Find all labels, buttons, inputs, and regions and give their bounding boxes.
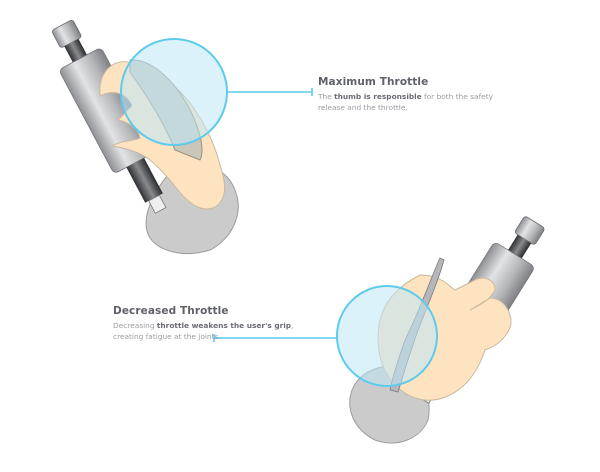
tool-neck: [508, 234, 532, 259]
highlight-circle-max: [120, 38, 228, 146]
description-text: Decreasing: [113, 321, 157, 330]
callout-decreased-throttle: Decreased Throttle Decreasing throttle w…: [113, 305, 313, 342]
callout-description: The thumb is responsible for both the sa…: [318, 91, 518, 113]
highlight-circle-decreased: [336, 285, 438, 387]
callout-title: Decreased Throttle: [113, 305, 229, 317]
tool-shaft: [126, 158, 163, 203]
description-text: for both the safety release and the thro…: [318, 92, 493, 112]
description-emphasis: thumb is responsible: [334, 92, 422, 101]
figure-maximum-throttle: [52, 20, 313, 255]
tool-neck: [64, 38, 87, 63]
description-emphasis: throttle weakens the user's grip: [156, 321, 292, 330]
callout-maximum-throttle: Maximum Throttle The thumb is responsibl…: [318, 76, 518, 113]
description-text: The: [318, 92, 335, 101]
callout-description: Decreasing throttle weakens the user's g…: [113, 320, 313, 342]
tool-tip: [148, 194, 167, 214]
callout-title: Maximum Throttle: [318, 76, 429, 88]
figure-decreased-throttle: [213, 216, 545, 444]
description-text: , creating fatigue at the joints.: [113, 321, 294, 341]
